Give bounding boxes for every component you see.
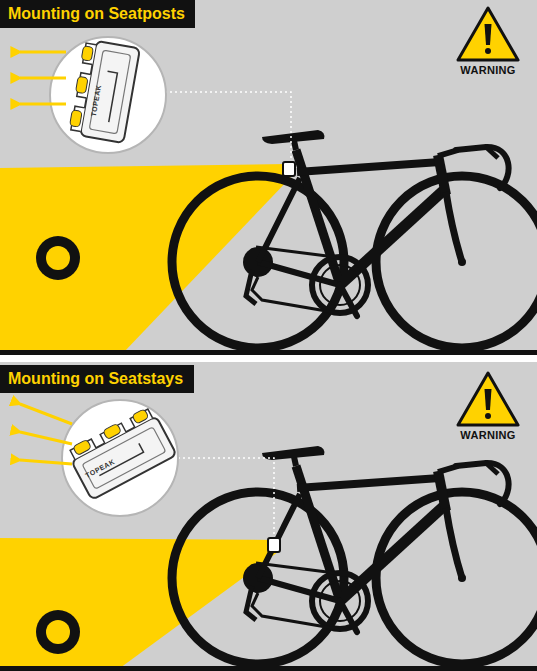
- panel-seatposts: [50, 37, 166, 153]
- light-arrows: [20, 103, 66, 106]
- light-arrows: [20, 52, 66, 104]
- panel-seatstays: [36, 610, 80, 654]
- light-arrows: [20, 404, 72, 424]
- warning-text: WARNING: [460, 64, 515, 76]
- panel-seatposts: [68, 39, 140, 143]
- panel-seatposts: [165, 92, 291, 160]
- panel-seatstays: [62, 400, 178, 516]
- warning-text: WARNING: [460, 429, 515, 441]
- panel-seatposts: [458, 8, 518, 60]
- panel-seatstays: [0, 666, 537, 671]
- title-text: Mounting on Seatposts: [8, 4, 185, 24]
- panel-seatstays: [0, 538, 278, 668]
- panel-seatposts: [283, 162, 295, 176]
- panel-seatstays: [66, 405, 177, 500]
- panel-seatstays: [178, 458, 274, 534]
- title-tab: Mounting on Seatstays: [0, 365, 194, 393]
- panel-seatposts: [36, 236, 80, 280]
- title-text: Mounting on Seatstays: [8, 369, 184, 389]
- panel-seatposts: [0, 350, 537, 355]
- panel-seatstays: [268, 538, 280, 552]
- panel-seatposts: [0, 0, 537, 355]
- light-arrows: [20, 404, 72, 464]
- light-arrows: [20, 51, 66, 54]
- panel-seatstays: [0, 362, 537, 671]
- light-arrows: [20, 460, 72, 464]
- light-arrows: [20, 432, 72, 444]
- panel-seatstays: [458, 373, 518, 425]
- title-tab: Mounting on Seatposts: [0, 0, 195, 28]
- panel-seatposts: [172, 130, 537, 348]
- panel-seatstays: [0, 362, 537, 671]
- panel-seatstays: [172, 446, 537, 664]
- light-arrows: [20, 77, 66, 80]
